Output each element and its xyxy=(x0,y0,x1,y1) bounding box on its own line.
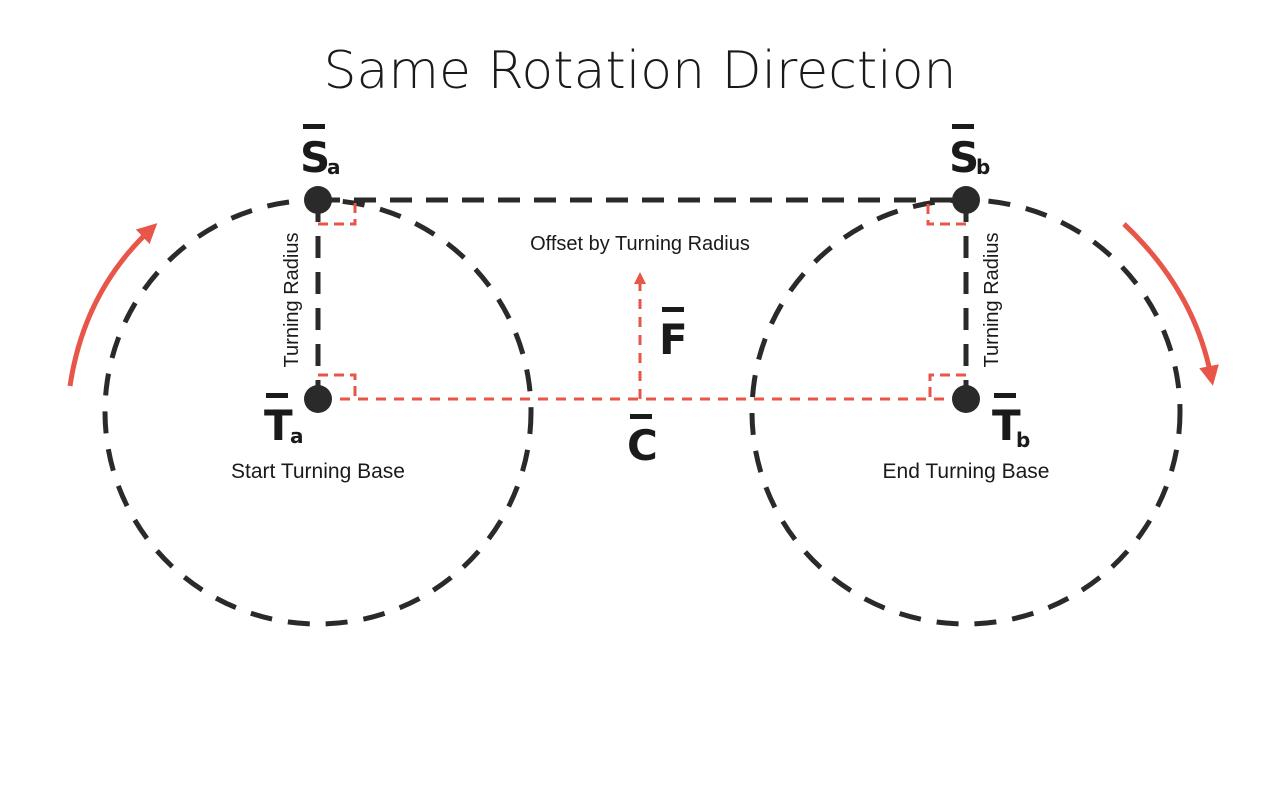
rotation-arrow-right xyxy=(1122,222,1219,386)
svg-text:T: T xyxy=(992,401,1021,450)
label-sb: S b xyxy=(949,124,990,182)
svg-text:S: S xyxy=(949,133,979,182)
point-sb xyxy=(952,186,980,214)
right-angle-marker-tb xyxy=(928,373,966,399)
svg-text:F: F xyxy=(659,315,688,364)
right-angle-marker-sa xyxy=(318,200,357,226)
point-sa xyxy=(304,186,332,214)
svg-text:a: a xyxy=(290,424,304,448)
turning-radius-label-left: Turning Radius xyxy=(281,233,303,368)
label-f: F xyxy=(659,307,688,364)
label-sa: S a xyxy=(300,124,341,182)
end-turning-base-label: End Turning Base xyxy=(883,460,1050,483)
label-c: C xyxy=(627,414,658,470)
start-turning-base-label: Start Turning Base xyxy=(231,460,405,483)
point-ta xyxy=(304,385,332,413)
right-angle-marker-sb xyxy=(926,200,966,226)
offset-label: Offset by Turning Radius xyxy=(530,233,750,255)
svg-text:S: S xyxy=(300,133,330,182)
svg-text:T: T xyxy=(264,401,293,450)
svg-text:C: C xyxy=(627,421,658,470)
svg-text:b: b xyxy=(976,155,990,179)
svg-text:b: b xyxy=(1016,428,1030,452)
label-ta: T a xyxy=(264,393,304,450)
point-tb xyxy=(952,385,980,413)
rotation-arrow-left xyxy=(67,223,158,387)
diagram-title: Same Rotation Direction xyxy=(324,41,957,101)
svg-text:a: a xyxy=(327,155,341,179)
turning-radius-label-right: Turning Radius xyxy=(981,233,1003,368)
right-angle-marker-ta xyxy=(318,373,357,399)
label-tb: T b xyxy=(992,393,1030,452)
